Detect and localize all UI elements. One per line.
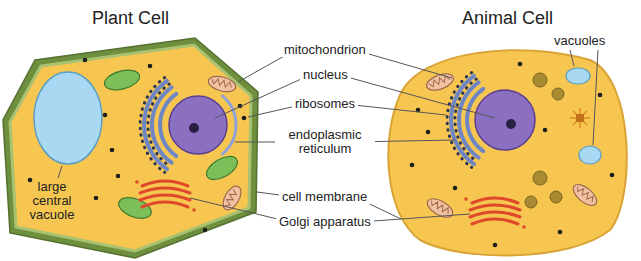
part-label: Golgi apparatus: [276, 215, 374, 229]
part-label: vacuoles: [551, 34, 608, 48]
golgi-apparatus: [135, 180, 196, 212]
part-label: large central vacuole: [21, 180, 83, 222]
nucleus: [169, 96, 227, 154]
part-label: nucleus: [300, 68, 351, 82]
part-label: endoplasmic reticulum: [275, 128, 375, 156]
nucleus: [475, 90, 535, 150]
part-label: ribosomes: [292, 97, 358, 111]
ribosome-dots: [410, 62, 615, 248]
golgi-apparatus: [464, 197, 526, 229]
mitochondrion: [207, 74, 238, 95]
part-label: mitochondrion: [281, 43, 369, 57]
leader-lines: [58, 50, 598, 222]
cell-membrane: [388, 50, 626, 255]
lysosome: [525, 73, 564, 208]
central-vacuole: [34, 72, 102, 164]
chloroplast: [102, 67, 241, 223]
cytoplasm: [10, 45, 251, 251]
mitochondrion: [570, 181, 600, 210]
plant-cell: [3, 38, 258, 258]
centrosome: [570, 108, 590, 128]
nucleolus: [189, 123, 199, 133]
nucleolus: [506, 119, 516, 129]
part-label: cell membrane: [279, 190, 370, 204]
cell-wall: [3, 38, 258, 258]
cell-heading: Animal Cell: [459, 9, 556, 28]
vacuole: [566, 68, 601, 164]
animal-cell: [388, 50, 626, 255]
cell-heading: Plant Cell: [89, 9, 172, 28]
